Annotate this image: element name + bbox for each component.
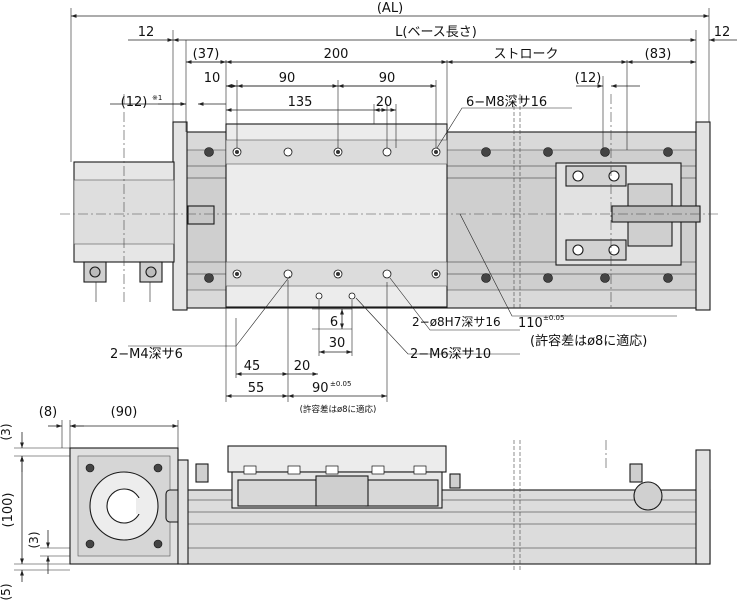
dim-al: (AL): [377, 1, 403, 16]
dim-83: (83): [645, 47, 672, 62]
dim-30: 30: [329, 336, 346, 351]
dim-20-bottom: 20: [294, 359, 311, 374]
end-plate-left: [172, 121, 188, 311]
dim-6: 6: [330, 315, 338, 330]
m6-hole: [348, 292, 356, 300]
dim-3-top: (3): [0, 424, 13, 441]
slider-holes-dark: [235, 150, 438, 276]
side-view: (8) (90) (3) (100) (3) (5): [0, 405, 711, 601]
dim-90-side: (90): [111, 405, 138, 420]
idler-wheel: [633, 481, 663, 511]
motor-foot-bolt: [89, 266, 101, 278]
callout-110-note: (許容差はø8に適応): [530, 333, 647, 349]
dim-90a: 90: [279, 71, 296, 86]
top-dimension-labels: (AL) 12 L(ベース長さ) 12 (37) 200 ストローク (83) …: [121, 1, 731, 110]
dim-45: 45: [244, 359, 261, 374]
dim-135: 135: [288, 95, 313, 110]
dim-end-left: 12: [138, 25, 155, 40]
callout-110-tol: ±0.05: [543, 314, 564, 322]
dim-90b: 90: [379, 71, 396, 86]
dim-10: 10: [204, 71, 221, 86]
dim-37: (37): [193, 47, 220, 62]
coupling-knob: [187, 205, 215, 225]
callout-m4: 2−M4深サ6: [110, 347, 183, 362]
dim-90-bottom: 90: [312, 381, 329, 396]
side-dimension-labels: (8) (90) (3) (100) (3) (5): [0, 405, 137, 601]
note-mark: ※1: [152, 94, 162, 102]
dim-3-bottom: (3): [27, 532, 41, 549]
dim-end-right: 12: [714, 25, 731, 40]
top-view: (AL) 12 L(ベース長さ) 12 (37) 200 ストローク (83) …: [60, 1, 737, 415]
actuator-end-left: [177, 459, 189, 565]
m6-hole: [315, 292, 323, 300]
callout-m6: 2−M6深サ10: [410, 347, 491, 362]
dim-20-top: 20: [376, 95, 393, 110]
dim-8: (8): [39, 405, 57, 420]
callout-m8: 6−M8深サ16: [466, 95, 547, 110]
dim-55: 55: [248, 381, 265, 396]
dim-12-right: (12): [575, 71, 602, 86]
dim-12-note: (12): [121, 95, 148, 110]
dim-base-length: L(ベース長さ): [395, 25, 477, 40]
dim-5: (5): [0, 584, 13, 601]
dim-stroke: ストローク: [493, 47, 558, 62]
actuator-end-right: [695, 449, 711, 565]
callout-pin: 2−ø8H7深サ16: [412, 315, 501, 329]
callout-labels: 6−M8深サ16 2−ø8H7深サ16 2−M6深サ10 2−M4深サ6 110…: [110, 95, 647, 362]
rail-bolts: [204, 147, 673, 283]
motor-foot-bolt: [145, 266, 157, 278]
dim-90-note: (許容差はø8に適応): [300, 404, 377, 415]
dim-100: (100): [1, 493, 16, 528]
dim-200: 200: [324, 47, 349, 62]
dim-90-tol: ±0.05: [330, 380, 351, 388]
callout-110: 110: [518, 316, 543, 331]
bottom-dimension-labels: 6 30 45 20 55 90 ±0.05 (許容差はø8に適応): [244, 315, 377, 415]
